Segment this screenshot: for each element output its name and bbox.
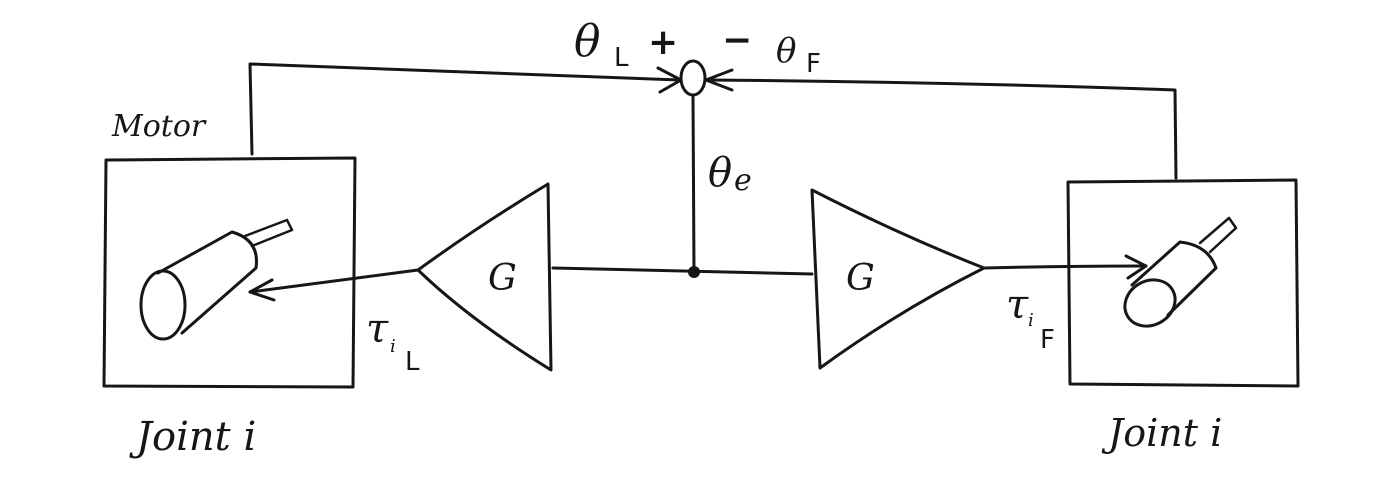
gain-amplifier-right <box>810 188 986 370</box>
gain-amplifier-left <box>416 182 553 372</box>
wire-torque-leader <box>248 268 420 294</box>
summing-junction <box>679 59 707 97</box>
arrowhead-torque-follower <box>1124 254 1148 280</box>
motor-label: Motor <box>111 109 207 144</box>
tau-leader-index: i <box>390 336 396 357</box>
joint-left-label: Joint i <box>129 414 256 460</box>
tau-leader-label: τ <box>366 306 389 352</box>
arrowhead-leader <box>656 66 683 94</box>
wire-error <box>691 93 696 274</box>
minus-sign: − <box>722 20 752 61</box>
tau-follower-index: i <box>1028 310 1034 331</box>
junction-dot <box>688 266 700 278</box>
joint-right-box <box>1066 178 1300 388</box>
theta-leader-label: θ <box>574 16 601 67</box>
arrowhead-follower <box>704 68 734 92</box>
joint-right-label: Joint i <box>1101 411 1222 455</box>
wire-gain-bus <box>551 266 814 276</box>
tau-follower-subscript: F <box>1040 325 1055 355</box>
wire-follower-feedback <box>706 78 1178 180</box>
tau-leader-subscript: L <box>405 347 420 377</box>
theta-leader-subscript: L <box>614 43 629 73</box>
wire-torque-follower <box>982 264 1148 270</box>
arrowhead-torque-leader <box>248 278 276 302</box>
plus-sign: + <box>648 22 678 63</box>
joint-left-box <box>102 156 357 389</box>
motor-left-icon <box>139 218 294 341</box>
tau-follower-label: τ <box>1006 282 1029 328</box>
motor-right-icon <box>1123 216 1238 328</box>
theta-follower-subscript: F <box>806 49 821 79</box>
gain-left-label: G <box>488 258 517 299</box>
gain-right-label: G <box>846 258 875 299</box>
theta-error-subscript: e <box>734 163 752 198</box>
wire-leader-feedback <box>248 62 682 156</box>
theta-error-label: θ <box>708 150 732 196</box>
theta-follower-label: θ <box>776 31 796 71</box>
